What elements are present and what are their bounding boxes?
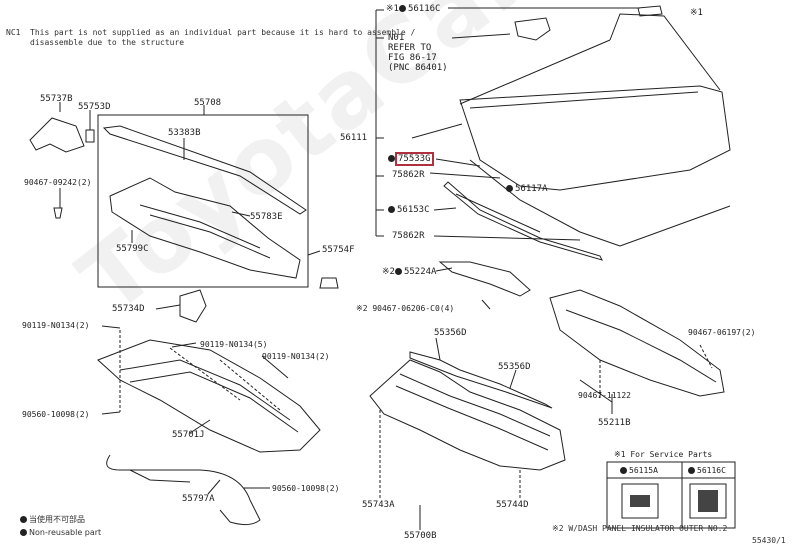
part-label-55701J[interactable]: 55701J [172, 430, 205, 440]
part-label-53383B[interactable]: 53383B [168, 128, 201, 138]
part-label-55737B[interactable]: 55737B [40, 94, 73, 104]
ref-line1: REFER TO [388, 43, 432, 53]
ref-line3: (PNC 86401) [388, 63, 448, 73]
part-label-55754F[interactable]: 55754F [322, 245, 355, 255]
part-label-56117A[interactable]: 56117A [506, 184, 548, 194]
part-label-90119-N0134-2b[interactable]: 90119-N0134(2) [262, 352, 330, 361]
service-part-56116C[interactable]: 56116C [688, 466, 726, 476]
part-label-75533G[interactable]: 75533G [388, 152, 434, 166]
part-label-56116C-suffix: ※1 [690, 8, 703, 18]
part-label-75862R-b[interactable]: 75862R [392, 231, 425, 241]
legend-item-1: 当使用不可部品 [20, 515, 85, 525]
figure-code: 55430/1 [752, 536, 786, 545]
service-parts-title: ※1 For Service Parts [614, 450, 713, 459]
part-label-56153C[interactable]: 56153C [388, 205, 430, 215]
part-label-55700B[interactable]: 55700B [404, 531, 437, 541]
part-label-56111[interactable]: 56111 [340, 133, 368, 143]
legend-item-2: Non-reusable part [20, 528, 101, 538]
part-label-55356D-a[interactable]: 55356D [434, 328, 467, 338]
group-box-55708 [97, 114, 309, 288]
header-note-code: NC1 [6, 28, 21, 37]
part-label-55783E[interactable]: 55783E [250, 212, 283, 222]
part-label-90467-11122[interactable]: 90467-11122 [578, 391, 631, 400]
part-label-55743A[interactable]: 55743A [362, 500, 395, 510]
header-note-line2: disassemble due to the structure [30, 38, 185, 47]
service-part-56115A[interactable]: 56115A [620, 466, 658, 476]
part-label-90467-06197[interactable]: 90467-06197(2) [688, 328, 756, 337]
part-label-75862R-a[interactable]: 75862R [392, 170, 425, 180]
legend-footnote: ※2 W/DASH PANEL INSULATOR OUTER NO.2 [552, 524, 728, 533]
ref-line2[interactable]: FIG 86-17 [388, 53, 437, 63]
part-label-90119-N0134-2a[interactable]: 90119-N0134(2) [22, 321, 90, 330]
part-label-90467-09242[interactable]: 90467-09242(2) [24, 178, 92, 187]
part-label-90560-10098-2a[interactable]: 90560-10098(2) [22, 410, 90, 419]
part-label-55753D[interactable]: 55753D [78, 102, 111, 112]
header-note-line1: This part is not supplied as an individu… [30, 28, 416, 37]
part-label-55211B[interactable]: 55211B [598, 418, 631, 428]
part-label-55734D[interactable]: 55734D [112, 304, 145, 314]
part-label-55708[interactable]: 55708 [194, 98, 222, 108]
ref-n01: N01 [388, 33, 405, 43]
part-label-90560-10098-2b[interactable]: 90560-10098(2) [272, 484, 340, 493]
part-label-55799C[interactable]: 55799C [116, 244, 149, 254]
part-label-90119-N0134-5[interactable]: 90119-N0134(5) [200, 340, 268, 349]
part-label-55744D[interactable]: 55744D [496, 500, 529, 510]
part-label-90467-06206[interactable]: ※2 90467-06206-C0(4) [356, 304, 455, 313]
part-label-55356D-b[interactable]: 55356D [498, 362, 531, 372]
part-label-55797A[interactable]: 55797A [182, 494, 215, 504]
